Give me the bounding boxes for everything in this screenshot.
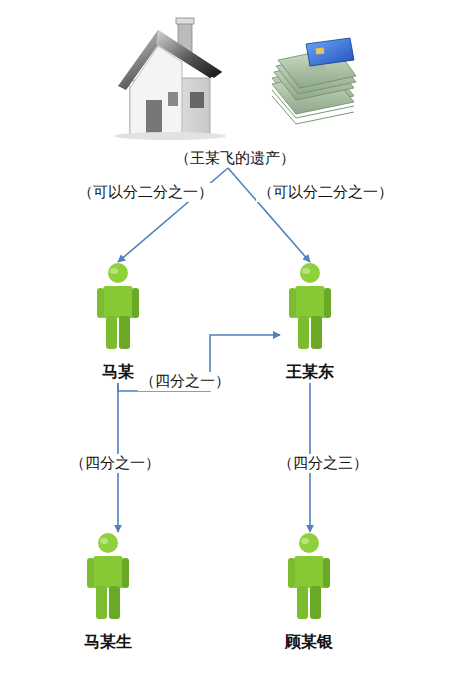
person-name: 王某东 (280, 362, 340, 383)
person-icon (86, 532, 130, 620)
edge-label: （四分之一） (138, 372, 232, 391)
connector-arrow (118, 335, 280, 391)
edge-label: （可以分二分之一） (256, 183, 395, 202)
person-name: 顾某银 (279, 632, 339, 653)
person-node: 马某 (90, 262, 146, 383)
estate-illustration (110, 8, 360, 143)
estate-label: （王某飞的遗产） (110, 149, 360, 168)
person-icon (96, 262, 140, 350)
person-node: 马某生 (78, 532, 138, 653)
person-node: 顾某银 (279, 532, 339, 653)
person-icon (287, 532, 331, 620)
estate-node: （王某飞的遗产） (110, 8, 360, 168)
person-name: 马某生 (78, 632, 138, 653)
edge-label: （可以分二分之一） (76, 183, 215, 202)
person-icon (288, 262, 332, 350)
edge-label: （四分之三） (276, 454, 370, 473)
person-node: 王某东 (280, 262, 340, 383)
edge-label: （四分之一） (68, 454, 162, 473)
